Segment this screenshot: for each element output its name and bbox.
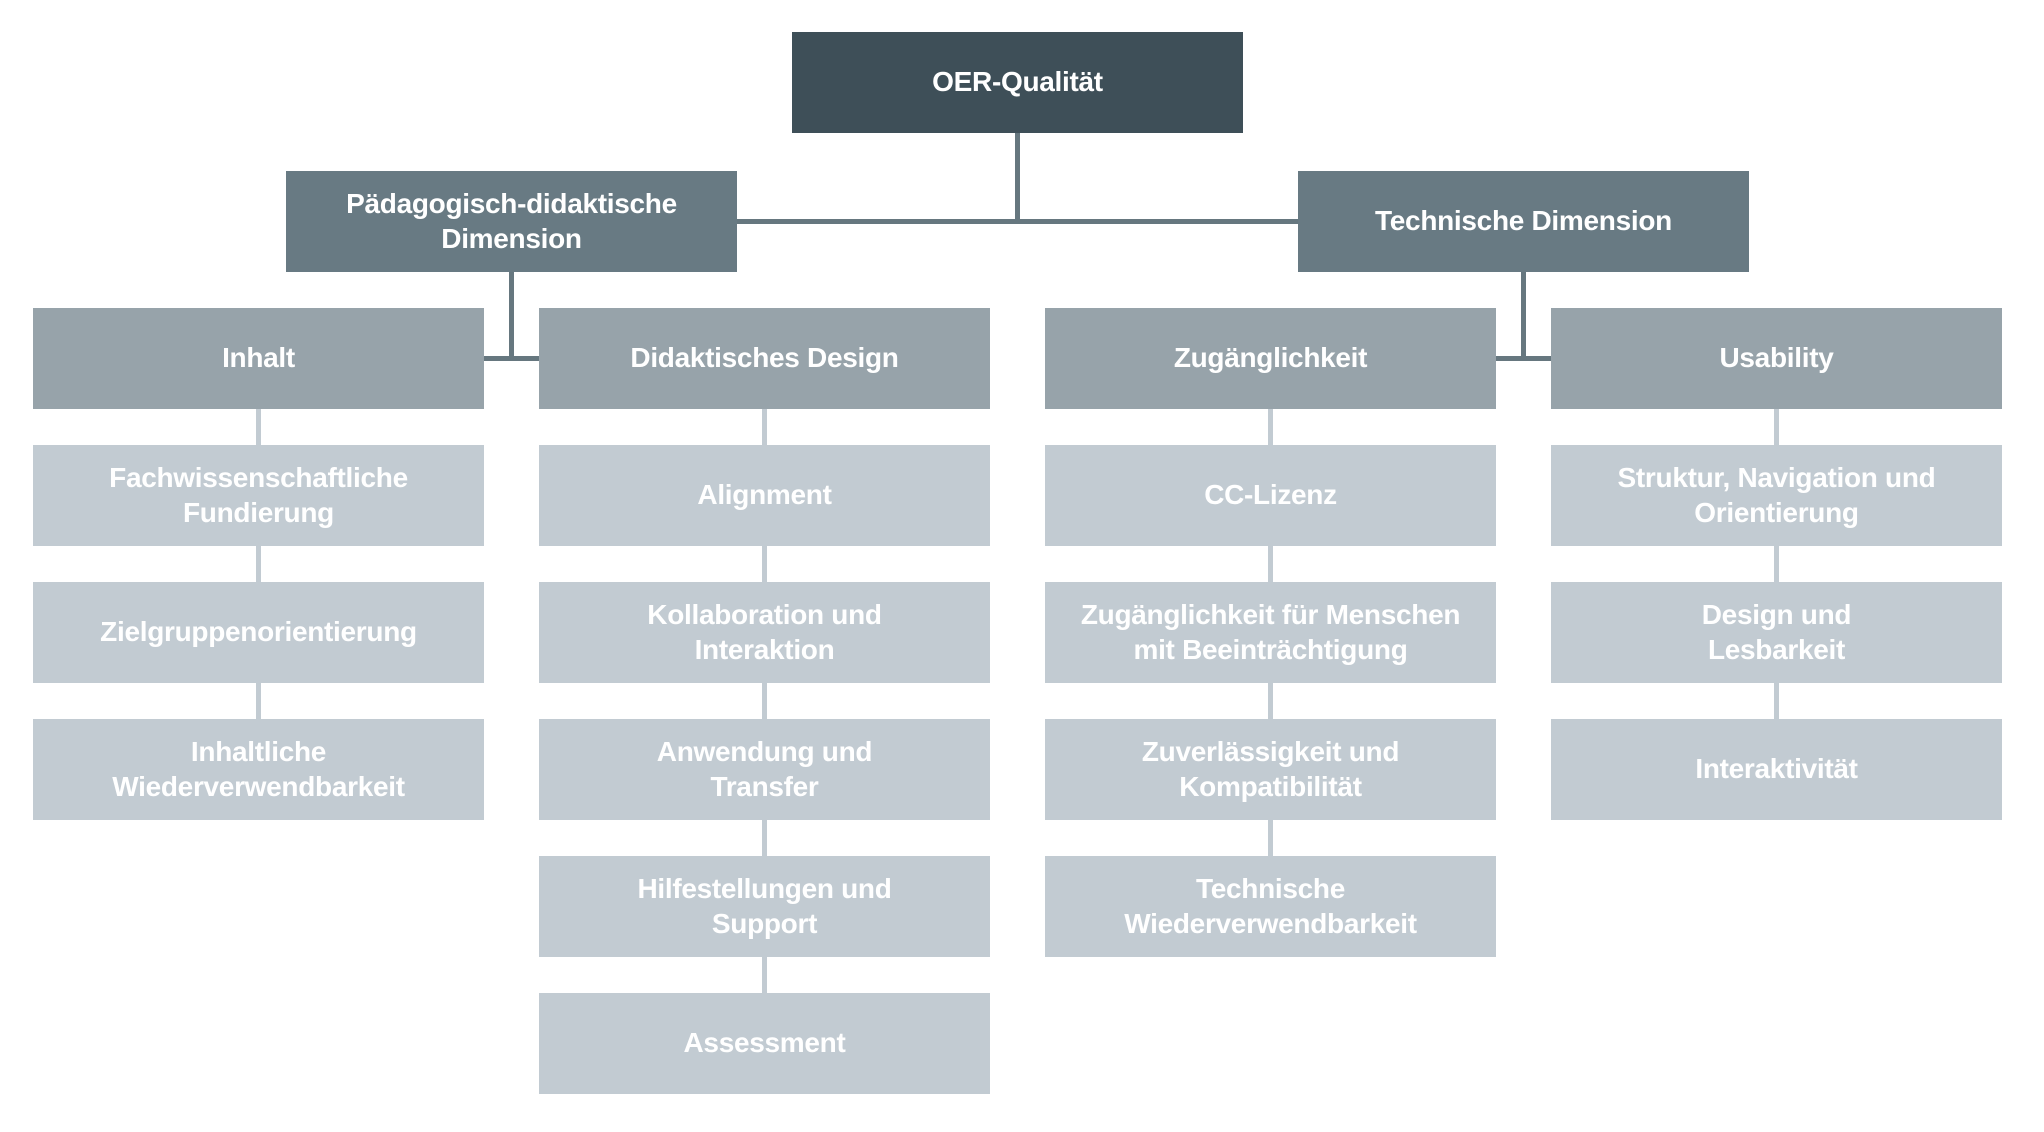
node-design-und-lesbarkeit: Design und Lesbarkeit [1551, 582, 2002, 683]
node-zuverlaessigkeit-und-kompatibilitaet: Zuverlässigkeit und Kompatibilität [1045, 719, 1496, 820]
node-fachwissenschaftliche-fundierung: Fachwissenschaftliche Fundierung [33, 445, 484, 546]
connector-inhalt-didaktisches-horizontal [484, 356, 539, 361]
connector-root-vertical [1015, 133, 1020, 224]
node-paedagogisch-didaktische-dimension: Pädagogisch-didaktische Dimension [286, 171, 737, 272]
connector-col2-gap2 [762, 546, 767, 582]
connector-col2-gap1 [762, 409, 767, 445]
node-zielgruppenorientierung: Zielgruppenorientierung [33, 582, 484, 683]
connector-col2-gap4 [762, 820, 767, 856]
node-didaktisches-design: Didaktisches Design [539, 308, 990, 409]
node-interaktivitaet: Interaktivität [1551, 719, 2002, 820]
connector-technisch-vertical [1521, 272, 1526, 361]
node-usability: Usability [1551, 308, 2002, 409]
node-alignment: Alignment [539, 445, 990, 546]
connector-col4-gap2 [1774, 546, 1779, 582]
connector-col3-gap2 [1268, 546, 1273, 582]
node-cc-lizenz: CC-Lizenz [1045, 445, 1496, 546]
connector-col4-gap3 [1774, 683, 1779, 719]
node-inhaltliche-wiederverwendbarkeit: Inhaltliche Wiederverwendbarkeit [33, 719, 484, 820]
connector-col1-gap3 [256, 683, 261, 719]
connector-col3-gap3 [1268, 683, 1273, 719]
node-kollaboration-und-interaktion: Kollaboration und Interaktion [539, 582, 990, 683]
connector-col1-gap2 [256, 546, 261, 582]
connector-zugaenglichkeit-usability-horizontal [1496, 356, 1551, 361]
connector-col4-gap1 [1774, 409, 1779, 445]
node-zugaenglichkeit: Zugänglichkeit [1045, 308, 1496, 409]
connector-col1-gap1 [256, 409, 261, 445]
node-technische-dimension: Technische Dimension [1298, 171, 1749, 272]
node-struktur-navigation-orientierung: Struktur, Navigation und Orientierung [1551, 445, 2002, 546]
connector-dimensions-horizontal [737, 219, 1298, 224]
node-assessment: Assessment [539, 993, 990, 1094]
connector-col3-gap4 [1268, 820, 1273, 856]
node-zugaenglichkeit-fuer-menschen: Zugänglichkeit für Menschen mit Beeinträ… [1045, 582, 1496, 683]
node-anwendung-und-transfer: Anwendung und Transfer [539, 719, 990, 820]
node-hilfestellungen-und-support: Hilfestellungen und Support [539, 856, 990, 957]
connector-col3-gap1 [1268, 409, 1273, 445]
connector-col2-gap3 [762, 683, 767, 719]
node-technische-wiederverwendbarkeit: Technische Wiederverwendbarkeit [1045, 856, 1496, 957]
connector-col2-gap5 [762, 957, 767, 993]
connector-paedagogisch-vertical [509, 272, 514, 361]
node-inhalt: Inhalt [33, 308, 484, 409]
node-oer-qualitaet: OER-Qualität [792, 32, 1243, 133]
